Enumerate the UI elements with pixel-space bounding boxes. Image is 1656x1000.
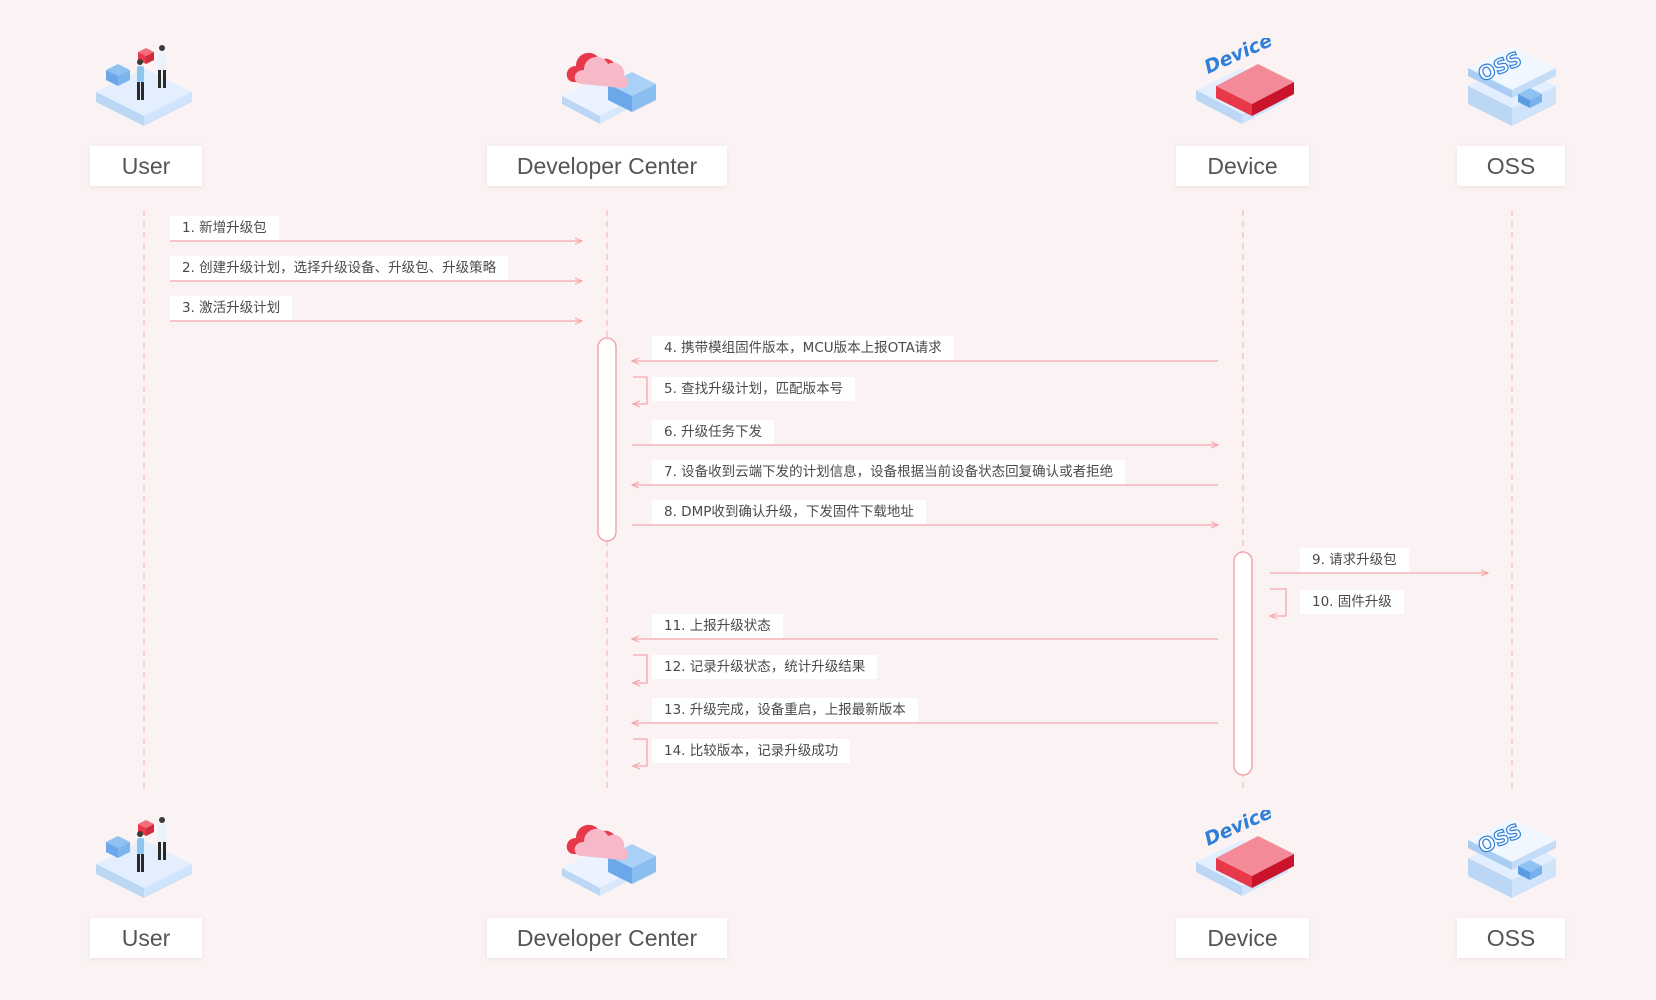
activation-device bbox=[1233, 551, 1253, 776]
participant-label-developer-center-top: Developer Center bbox=[487, 146, 727, 186]
participant-label-device-bottom: Device bbox=[1176, 918, 1309, 958]
participant-label-developer-center-bottom: Developer Center bbox=[487, 918, 727, 958]
device-icon: Device bbox=[1196, 810, 1294, 896]
message-label-3: 3. 激活升级计划 bbox=[170, 296, 293, 320]
arrow-msg-5 bbox=[633, 376, 648, 404]
arrow-msg-12 bbox=[633, 654, 648, 683]
participant-label-device-top: Device bbox=[1176, 146, 1309, 186]
message-label-8: 8. DMP收到确认升级，下发固件下载地址 bbox=[652, 500, 926, 524]
message-arrows bbox=[170, 241, 1488, 766]
message-label-5: 5. 查找升级计划，匹配版本号 bbox=[652, 377, 856, 401]
participant-label-user-top: User bbox=[90, 146, 202, 186]
message-label-7: 7. 设备收到云端下发的计划信息，设备根据当前设备状态回复确认或者拒绝 bbox=[652, 460, 1126, 484]
message-label-10: 10. 固件升级 bbox=[1300, 590, 1404, 614]
oss-storage-icon: OSS bbox=[1468, 818, 1556, 898]
participant-label-oss-top: OSS bbox=[1457, 146, 1565, 186]
arrow-msg-14 bbox=[633, 738, 648, 766]
message-label-9: 9. 请求升级包 bbox=[1300, 548, 1409, 572]
user-handshake-icon bbox=[96, 45, 192, 126]
oss-storage-icon: OSS bbox=[1468, 46, 1556, 126]
cloud-platform-icon bbox=[562, 824, 656, 896]
message-label-4: 4. 携带模组固件版本，MCU版本上报OTA请求 bbox=[652, 336, 954, 360]
message-label-6: 6. 升级任务下发 bbox=[652, 420, 775, 444]
device-icon: Device bbox=[1196, 38, 1294, 124]
message-label-2: 2. 创建升级计划，选择升级设备、升级包、升级策略 bbox=[170, 256, 509, 280]
participant-label-user-bottom: User bbox=[90, 918, 202, 958]
message-label-13: 13. 升级完成，设备重启，上报最新版本 bbox=[652, 698, 918, 722]
message-label-11: 11. 上报升级状态 bbox=[652, 614, 783, 638]
message-label-1: 1. 新增升级包 bbox=[170, 216, 279, 240]
arrow-msg-10 bbox=[1270, 588, 1287, 616]
user-handshake-icon bbox=[96, 817, 192, 898]
participant-label-oss-bottom: OSS bbox=[1457, 918, 1565, 958]
cloud-platform-icon bbox=[562, 52, 656, 124]
message-label-14: 14. 比较版本，记录升级成功 bbox=[652, 739, 851, 763]
message-label-12: 12. 记录升级状态，统计升级结果 bbox=[652, 655, 878, 679]
activation-developer-center bbox=[597, 337, 617, 542]
